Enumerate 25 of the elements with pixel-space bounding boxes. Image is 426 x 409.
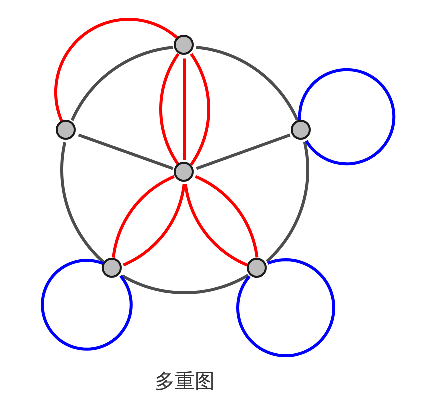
graph-edge — [78, 134, 174, 170]
graph-edge — [160, 53, 180, 166]
graph-edge — [196, 134, 291, 170]
self-loop-edge — [236, 258, 336, 358]
graph-edge — [60, 142, 105, 264]
graph-edge — [184, 58, 186, 160]
vertex-circle — [56, 120, 76, 140]
graph-edge — [122, 274, 250, 294]
vertex-circle — [102, 258, 122, 278]
graph-edge — [184, 184, 248, 267]
graph-edge — [190, 53, 210, 166]
graph-edge — [123, 184, 186, 267]
graph-edge — [266, 142, 310, 263]
graph-edge — [196, 46, 299, 121]
caption: 多重图 — [154, 368, 216, 395]
graph-edge — [54, 18, 178, 122]
self-loop-edge — [41, 259, 133, 351]
graph-edge — [70, 46, 174, 122]
vertex-circle — [174, 162, 194, 182]
graph-edge — [195, 175, 259, 258]
vertex-circle — [247, 258, 267, 278]
vertex-circle — [291, 120, 311, 140]
self-loop-edge — [298, 68, 396, 166]
graph-edge — [112, 175, 175, 258]
vertex-circle — [174, 35, 194, 55]
